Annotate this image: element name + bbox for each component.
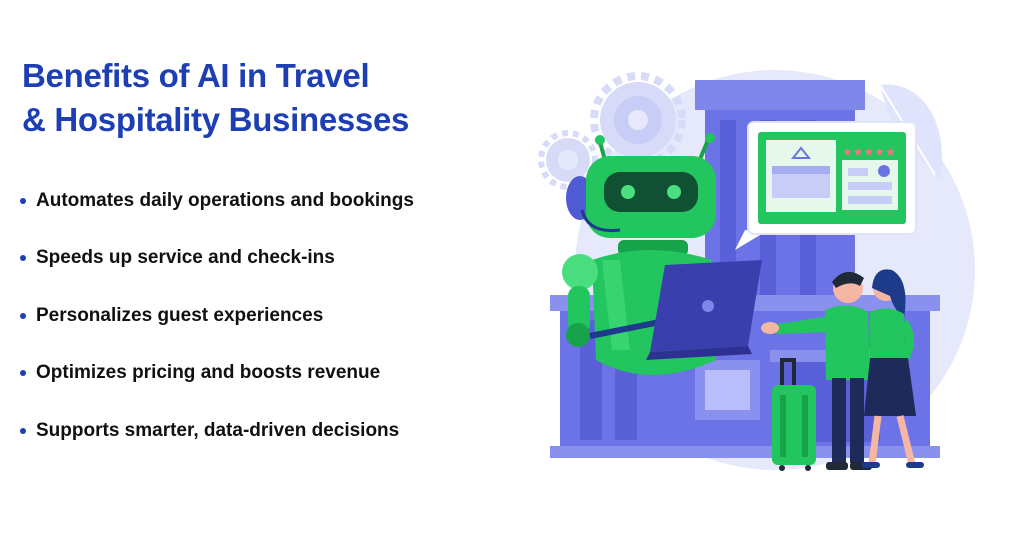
title-line-1: Benefits of AI in Travel (22, 57, 370, 94)
bullet-icon (20, 427, 26, 434)
benefit-text: Speeds up service and check-ins (36, 247, 335, 269)
list-item: Speeds up service and check-ins (20, 230, 500, 288)
list-item: Automates daily operations and bookings (20, 172, 500, 230)
page-title: Benefits of AI in Travel & Hospitality B… (22, 54, 522, 142)
benefit-text: Personalizes guest experiences (36, 304, 324, 326)
hotel-robot-illustration: ★★★★★ (520, 60, 980, 480)
benefit-text: Supports smarter, data-driven decisions (36, 419, 400, 441)
gear-icon (590, 72, 686, 168)
gear-icon (538, 130, 598, 190)
bullet-icon (20, 197, 26, 204)
list-item: Supports smarter, data-driven decisions (20, 402, 500, 460)
svg-text:★★★★★: ★★★★★ (842, 145, 896, 159)
illustration-svg: ★★★★★ (538, 70, 975, 471)
list-item: Optimizes pricing and boosts revenue (20, 345, 500, 403)
bullet-icon (20, 312, 26, 319)
bullet-icon (20, 255, 26, 262)
rating-stars: ★★★★★ (842, 145, 896, 159)
list-item: Personalizes guest experiences (20, 287, 500, 345)
laptop-icon (646, 260, 762, 360)
benefit-text: Automates daily operations and bookings (36, 189, 414, 211)
benefits-list: Automates daily operations and bookings … (20, 172, 500, 460)
benefit-text: Optimizes pricing and boosts revenue (36, 362, 381, 384)
bullet-icon (20, 370, 26, 377)
title-line-2: & Hospitality Businesses (22, 101, 410, 138)
travelers-illustration (761, 269, 924, 471)
booking-screen (735, 121, 917, 250)
